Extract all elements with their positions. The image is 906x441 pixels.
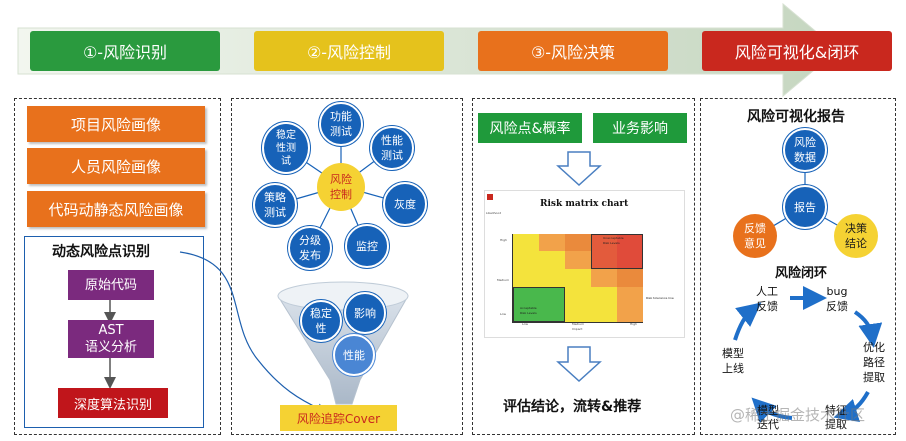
decision-result: 评估结论，流转&推荐 <box>503 399 642 415</box>
report-feedback: 反馈 意见 <box>733 214 777 258</box>
matrix-cell <box>513 234 539 251</box>
matrix-cell <box>539 269 565 287</box>
panel-visualization <box>700 98 896 435</box>
unacceptable-region <box>591 234 643 269</box>
matrix-cell <box>513 269 539 287</box>
flow-deep-algorithm: 深度算法识别 <box>58 388 168 418</box>
risk-matrix-x-high: High <box>630 322 637 326</box>
portrait-project-risk: 项目风险画像 <box>27 106 205 142</box>
tag-risk-probability: 风险点&概率 <box>478 113 582 143</box>
node-performance-test: 性能 测试 <box>370 126 414 170</box>
matrix-cell <box>617 251 643 269</box>
portrait-code-risk: 代码动静态风险画像 <box>27 191 205 227</box>
matrix-cell <box>565 269 591 287</box>
risk-matrix-grid <box>512 234 643 323</box>
risk-cover-box: 风险追踪Cover <box>280 405 397 431</box>
matrix-cell <box>565 287 591 322</box>
matrix-cell <box>513 251 539 269</box>
node-strategy-test: 策略 测试 <box>253 183 297 227</box>
risk-matrix-badge <box>487 194 493 200</box>
risk-matrix-x-low: Low <box>522 322 528 326</box>
matrix-cell <box>591 251 617 269</box>
matrix-cell <box>513 287 539 322</box>
watermark: @稀土掘金技术社区 <box>730 406 866 424</box>
funnel-performance: 性能 <box>333 334 375 376</box>
panel-control <box>231 98 463 435</box>
node-monitoring: 监控 <box>345 224 389 268</box>
matrix-cell <box>539 251 565 269</box>
node-stability-test: 稳定 性测 试 <box>262 122 310 174</box>
dynamic-risk-box <box>24 236 204 428</box>
risk-matrix-y-low: Low <box>500 312 506 316</box>
control-center-node: 风险 控制 <box>317 163 365 211</box>
node-staged-release: 分级 发布 <box>288 226 332 270</box>
risk-matrix-y-high: High <box>500 238 507 242</box>
dynamic-risk-title: 动态风险点识别 <box>52 244 150 260</box>
acceptable-region <box>513 287 565 322</box>
loop-path-extraction: 优化 路径 提取 <box>863 341 885 384</box>
funnel-impact: 影响 <box>344 292 386 334</box>
portrait-personnel-risk: 人员风险画像 <box>27 148 205 184</box>
risk-matrix-y-medium: Medium <box>497 278 509 282</box>
acceptable-label: Acceptable Risk Levels <box>520 306 537 315</box>
matrix-cell <box>617 234 643 251</box>
matrix-cell <box>591 287 617 322</box>
loop-title: 风险闭环 <box>775 266 828 281</box>
loop-model-iteration: 模型 迭代 <box>757 404 779 431</box>
matrix-cell <box>617 287 643 322</box>
matrix-cell <box>617 269 643 287</box>
report-node: 报告 <box>783 185 827 229</box>
report-risk-data: 风险 数据 <box>783 128 827 172</box>
loop-bug-feedback: bug 反馈 <box>826 285 848 313</box>
stage-risk-identification: ①-风险识别 <box>30 31 220 71</box>
node-gray-release: 灰度 <box>383 182 427 226</box>
panel-decision <box>472 98 695 435</box>
matrix-cell <box>591 269 617 287</box>
loop-manual-feedback: 人工 反馈 <box>756 285 778 313</box>
risk-matrix-x-medium: Medium <box>572 322 584 326</box>
panel-identification <box>14 98 221 435</box>
stage-risk-decision: ③-风险决策 <box>478 31 668 71</box>
matrix-cell <box>565 251 591 269</box>
matrix-cell <box>591 234 617 251</box>
boundary-label: Risk tolerance line <box>646 296 674 300</box>
matrix-cell <box>539 234 565 251</box>
node-function-test: 功能 测试 <box>319 102 363 146</box>
matrix-cell <box>565 234 591 251</box>
flow-source-code: 原始代码 <box>68 270 154 300</box>
flow-ast-analysis: AST 语义分析 <box>68 320 154 358</box>
loop-model-launch: 模型 上线 <box>722 347 744 375</box>
unacceptable-label: Unacceptable Risk Levels <box>603 236 624 245</box>
matrix-cell <box>539 287 565 322</box>
risk-matrix-x-axis-label: Impact <box>572 327 583 331</box>
stage-risk-visualization: 风险可视化&闭环 <box>702 31 892 71</box>
risk-matrix-y-axis-label: Likelihood <box>486 211 502 215</box>
risk-matrix-title: Risk matrix chart <box>540 199 629 209</box>
report-decision-conclusion: 决策 结论 <box>834 214 878 258</box>
stage-risk-control: ②-风险控制 <box>254 31 444 71</box>
funnel-stability: 稳定 性 <box>300 300 342 342</box>
tag-business-impact: 业务影响 <box>593 113 687 143</box>
loop-feature-extraction: 特征 提取 <box>825 404 847 431</box>
visual-report-title: 风险可视化报告 <box>747 109 845 125</box>
